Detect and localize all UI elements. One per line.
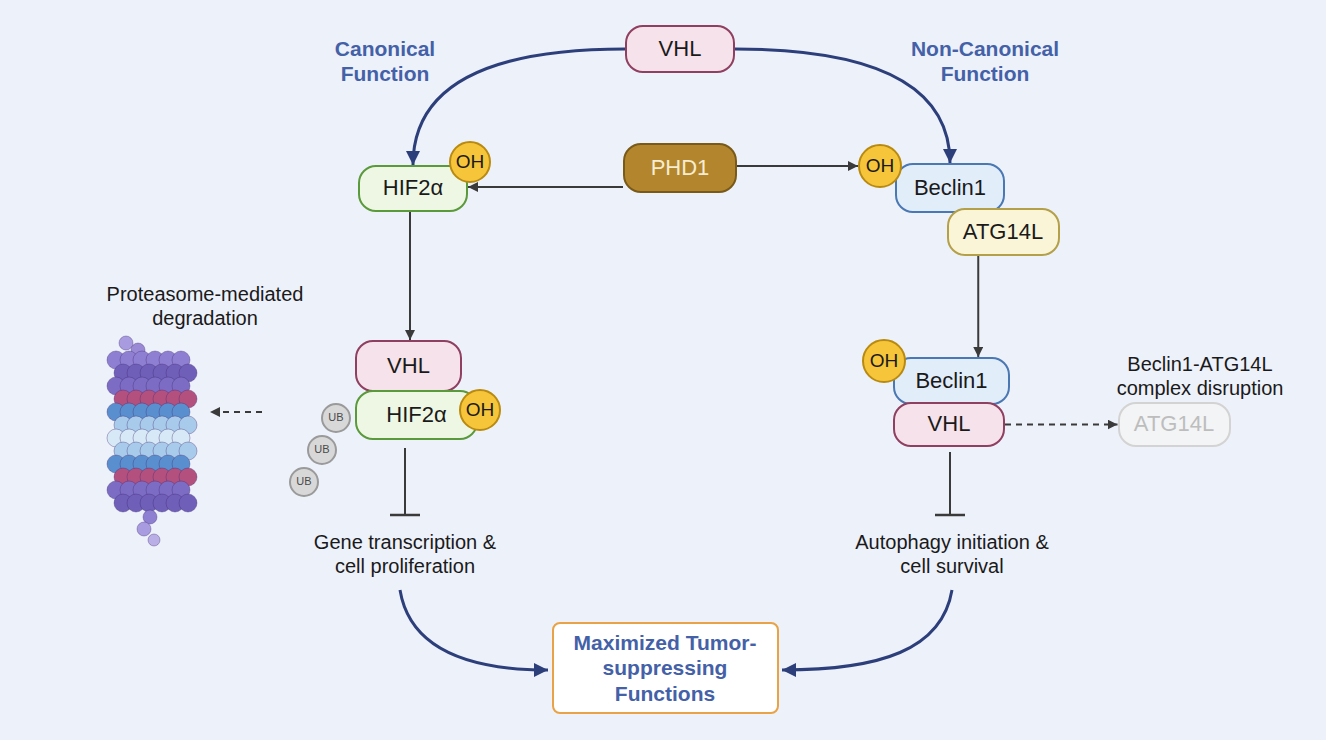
reaction-arrow bbox=[409, 212, 411, 340]
protein-box: VHL bbox=[625, 25, 735, 73]
node-text: OH bbox=[456, 151, 485, 174]
proteasome-bead bbox=[148, 534, 160, 546]
proteasome-illustration bbox=[107, 336, 197, 546]
node-text: OH bbox=[870, 350, 899, 373]
node-text: PHD1 bbox=[651, 155, 710, 181]
node-text: OH bbox=[466, 399, 495, 422]
annotation-text: Beclin1-ATG14L complex disruption bbox=[1100, 352, 1300, 400]
protein-box: VHL bbox=[893, 402, 1005, 447]
hydroxyl-circle: OH bbox=[449, 141, 491, 183]
hydroxyl-circle: OH bbox=[459, 389, 501, 431]
node-text: ATG14L bbox=[963, 219, 1043, 245]
merge-curve bbox=[782, 590, 952, 670]
merge-curve bbox=[400, 590, 548, 670]
released-protein-box: ATG14L bbox=[1118, 402, 1231, 447]
inhibition-line bbox=[404, 448, 406, 515]
inhibition-bar bbox=[390, 514, 420, 517]
outcome-box: Maximized Tumor-suppressing Functions bbox=[552, 622, 779, 714]
degradation-arrow bbox=[210, 411, 262, 413]
proteasome-bead bbox=[137, 522, 151, 536]
reaction-arrow bbox=[468, 186, 623, 188]
node-text: VHL bbox=[387, 353, 430, 379]
node-text: VHL bbox=[928, 411, 971, 437]
enzyme-box: PHD1 bbox=[623, 143, 737, 193]
node-text: HIF2α bbox=[383, 175, 443, 201]
node-text: UB bbox=[314, 443, 329, 456]
pathway-heading: Canonical Function bbox=[325, 36, 445, 86]
node-text: UB bbox=[296, 475, 311, 488]
ubiquitin-circle: UB bbox=[289, 467, 319, 497]
annotation-text: Proteasome-mediated degradation bbox=[95, 282, 315, 330]
inhibition-bar bbox=[935, 514, 965, 517]
annotation-text: Autophagy initiation & cell survival bbox=[847, 530, 1057, 578]
function-arrow bbox=[735, 49, 950, 163]
node-text: Beclin1 bbox=[914, 175, 986, 201]
function-arrow bbox=[413, 49, 625, 165]
node-text: OH bbox=[866, 155, 895, 178]
reaction-arrow bbox=[977, 256, 979, 357]
node-text: Maximized Tumor-suppressing Functions bbox=[568, 630, 763, 706]
node-text: Beclin1 bbox=[915, 368, 987, 394]
node-text: UB bbox=[328, 411, 343, 424]
reaction-arrow bbox=[737, 165, 858, 167]
protein-box: Beclin1 bbox=[893, 357, 1010, 405]
node-text: VHL bbox=[659, 36, 702, 62]
protein-box: Beclin1 bbox=[895, 163, 1005, 213]
protein-box: ATG14L bbox=[947, 208, 1060, 256]
protein-box: VHL bbox=[355, 340, 462, 392]
inhibition-line bbox=[949, 452, 951, 515]
proteasome-bead bbox=[179, 494, 197, 512]
pathway-heading: Non-Canonical Function bbox=[905, 36, 1065, 86]
node-text: ATG14L bbox=[1134, 411, 1214, 437]
node-text: HIF2α bbox=[386, 402, 446, 428]
hydroxyl-circle: OH bbox=[862, 339, 906, 383]
annotation-text: Gene transcription & cell proliferation bbox=[300, 530, 510, 578]
hydroxyl-circle: OH bbox=[858, 144, 902, 188]
ubiquitin-circle: UB bbox=[321, 403, 351, 433]
reaction-arrow bbox=[1005, 424, 1118, 426]
ubiquitin-circle: UB bbox=[307, 435, 337, 465]
